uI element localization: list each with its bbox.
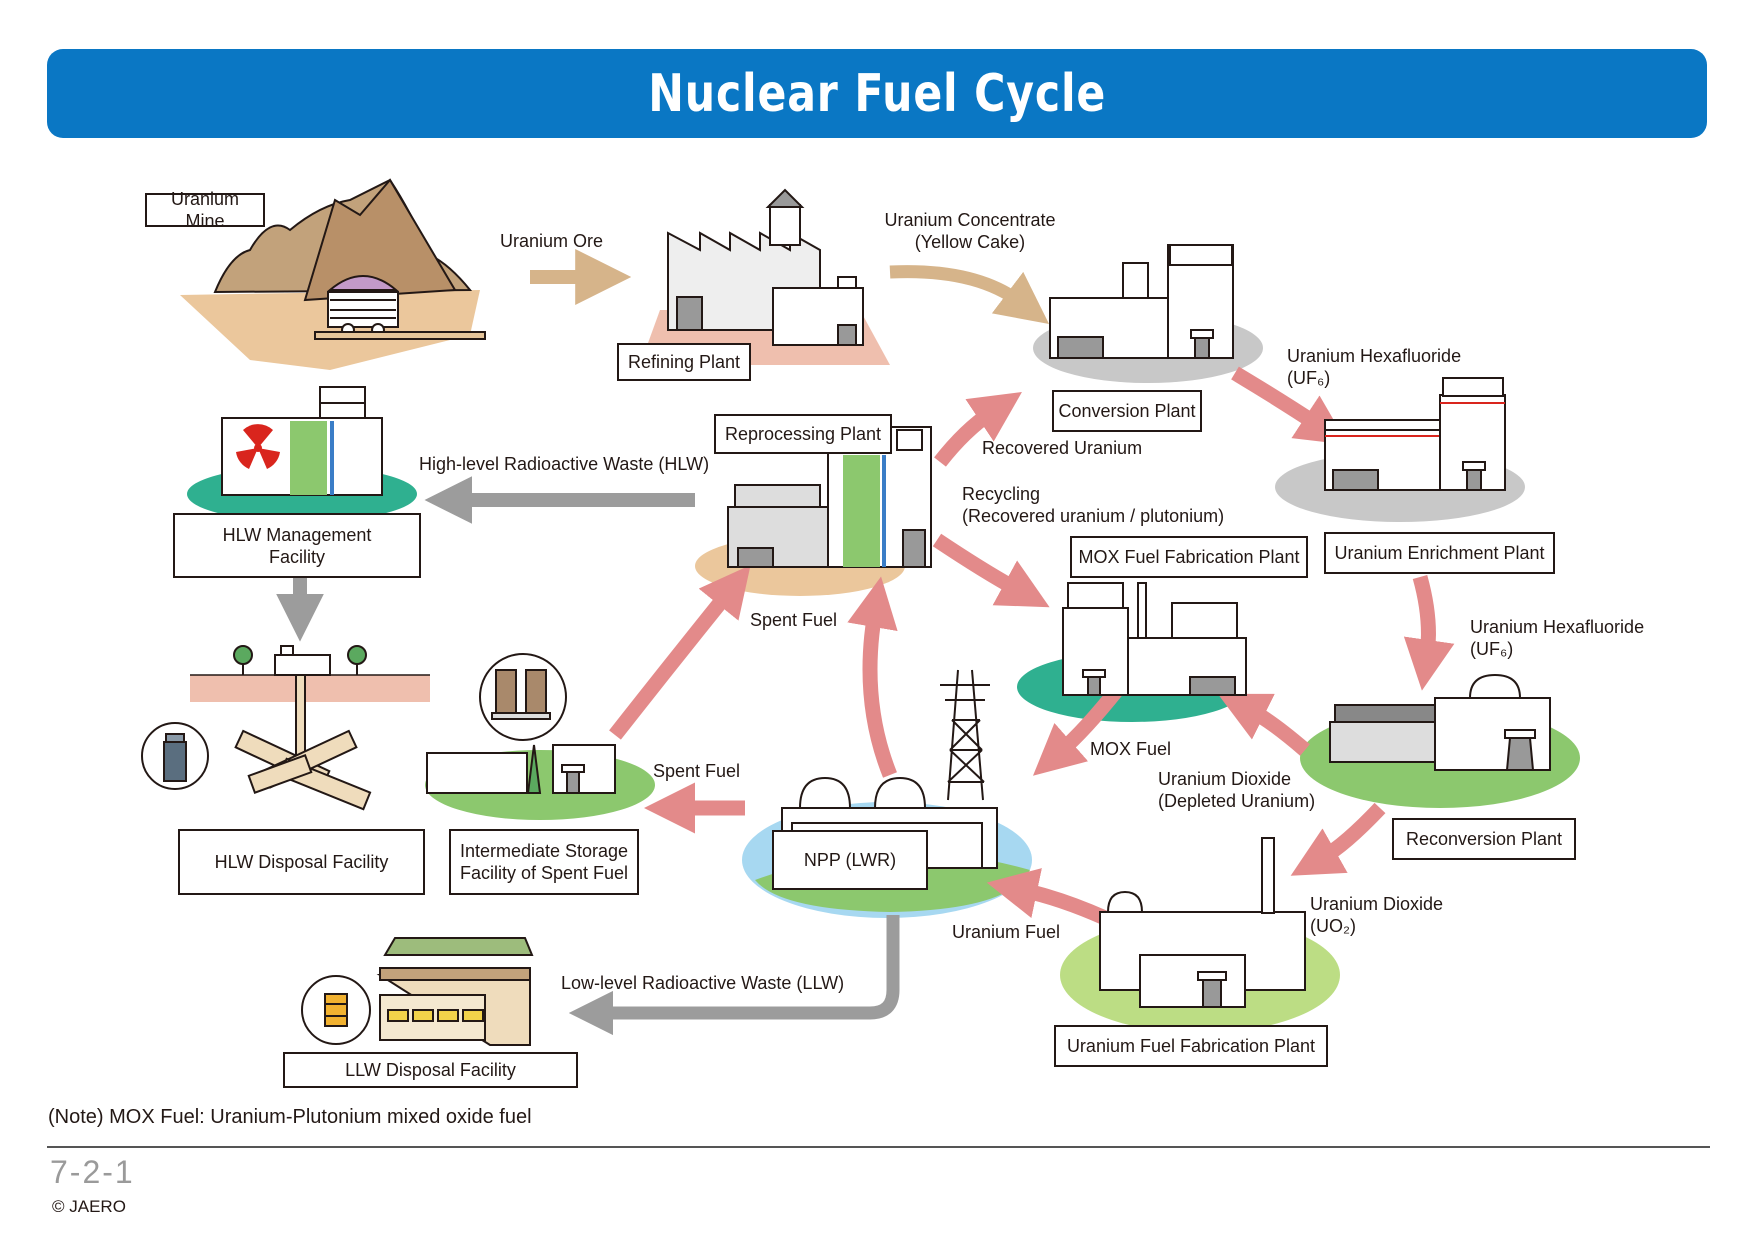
footnote: (Note) MOX Fuel: Uranium-Plutonium mixed… bbox=[48, 1106, 532, 1128]
arrow-spent-npp bbox=[847, 576, 898, 778]
flow-label-spent-fuel-2: Spent Fuel bbox=[653, 761, 741, 781]
label-uranium-enrichment-plant: Uranium Enrichment Plant bbox=[1324, 532, 1555, 574]
flow-label-hlw: High-level Radioactive Waste (HLW) bbox=[419, 454, 710, 474]
arrow-recycling bbox=[932, 533, 1050, 608]
flow-label-llw: Low-level Radioactive Waste (LLW) bbox=[561, 973, 845, 993]
page-title: Nuclear Fuel Cycle bbox=[648, 63, 1106, 124]
refining-plant-illustration bbox=[667, 188, 864, 346]
label-conversion-plant: Conversion Plant bbox=[1052, 390, 1202, 432]
label-intermediate-storage: Intermediate Storage Facility of Spent F… bbox=[449, 829, 639, 895]
flow-label-recycling: Recycling (Recovered uranium / plutonium… bbox=[962, 484, 1225, 526]
arrow-uo2 bbox=[1290, 802, 1386, 876]
enrichment-plant-illustration bbox=[1324, 377, 1506, 491]
arrow-recovered-uranium bbox=[934, 392, 1022, 467]
mox-plant-illustration bbox=[1062, 582, 1247, 696]
label-refining-plant: Refining Plant bbox=[617, 343, 751, 381]
arrow-depleted bbox=[1217, 693, 1310, 756]
fuel-fabrication-plant-illustration bbox=[1099, 837, 1306, 1008]
label-hlw-management-facility: HLW Management Facility bbox=[173, 513, 421, 578]
label-mox-fuel-fabrication-plant: MOX Fuel Fabrication Plant bbox=[1070, 536, 1308, 578]
flow-label-uranium-fuel: Uranium Fuel bbox=[952, 922, 1061, 942]
arrow-yellowcake bbox=[889, 265, 1050, 324]
flow-label-depleted-uranium: Uranium Dioxide (Depleted Uranium) bbox=[1158, 769, 1316, 811]
flow-arrows bbox=[276, 249, 1455, 1036]
flow-label-uranium-dioxide: Uranium Dioxide (UO₂) bbox=[1310, 894, 1444, 936]
arrow-llw bbox=[568, 915, 900, 1036]
hlw-disposal-illustration bbox=[141, 645, 372, 811]
flow-label-mox-fuel: MOX Fuel bbox=[1090, 739, 1172, 759]
flow-label-uranium-concentrate: Uranium Concentrate (Yellow Cake) bbox=[884, 210, 1056, 252]
flow-label-recovered-uranium: Recovered Uranium bbox=[982, 438, 1143, 458]
label-reprocessing-plant: Reprocessing Plant bbox=[714, 414, 892, 454]
arrow-spent-storage bbox=[609, 564, 751, 740]
label-hlw-disposal-facility: HLW Disposal Facility bbox=[178, 829, 425, 895]
page-number: 7-2-1 bbox=[50, 1154, 135, 1190]
reconversion-plant-illustration bbox=[1329, 673, 1551, 771]
arrow-uranium-fuel bbox=[986, 868, 1109, 925]
label-reconversion-plant: Reconversion Plant bbox=[1392, 818, 1576, 860]
footer-divider bbox=[47, 1146, 1710, 1148]
intermediate-storage-illustration bbox=[426, 653, 616, 794]
arrow-uf6-reconv bbox=[1403, 574, 1455, 691]
llw-disposal-illustration bbox=[301, 937, 534, 1046]
arrow-uf6-enrich bbox=[1231, 366, 1349, 445]
conversion-plant-illustration bbox=[1049, 244, 1234, 359]
label-llw-disposal-facility: LLW Disposal Facility bbox=[283, 1052, 578, 1088]
title-bar: Nuclear Fuel Cycle bbox=[47, 49, 1707, 138]
label-uranium-mine: Uranium Mine bbox=[145, 189, 265, 231]
label-npp: NPP (LWR) bbox=[772, 830, 928, 890]
flow-label-uranium-ore: Uranium Ore bbox=[500, 231, 604, 251]
arrow-mox-fuel bbox=[1032, 685, 1123, 776]
hlw-management-illustration bbox=[221, 386, 383, 496]
uranium-mine-illustration bbox=[213, 178, 486, 340]
flow-label-uf6-1: Uranium Hexafluoride (UF₆) bbox=[1287, 346, 1462, 388]
copyright: © JAERO bbox=[52, 1197, 126, 1216]
flow-label-uf6-2: Uranium Hexafluoride (UF₆) bbox=[1470, 617, 1645, 659]
flow-label-spent-fuel-1: Spent Fuel bbox=[750, 610, 838, 630]
label-uranium-fuel-fabrication-plant: Uranium Fuel Fabrication Plant bbox=[1054, 1025, 1328, 1067]
